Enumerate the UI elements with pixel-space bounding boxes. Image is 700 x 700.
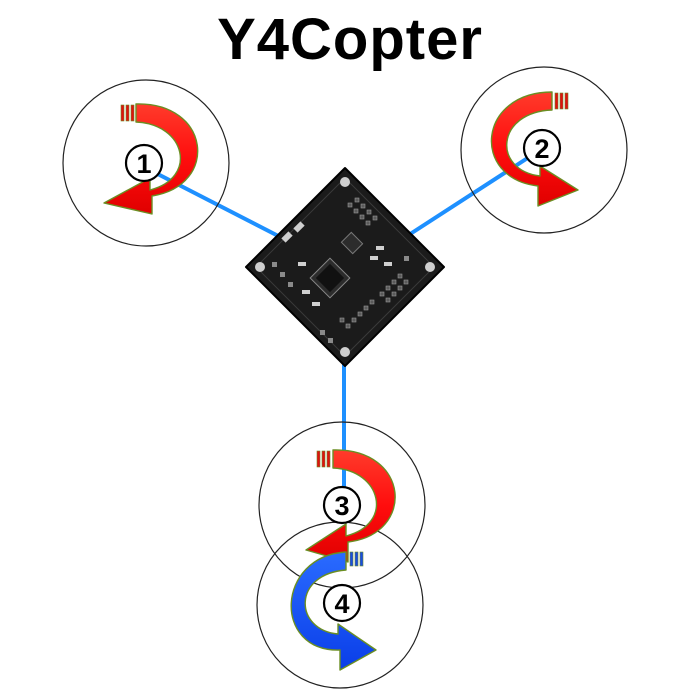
motor-label-3: 3	[322, 485, 362, 525]
motor-number-4: 4	[334, 589, 349, 619]
rotation-arrow-4	[290, 551, 377, 671]
flight-controller-board-icon	[245, 167, 445, 367]
motor-number-3: 3	[334, 491, 349, 521]
motor-label-1: 1	[124, 143, 164, 183]
motor-number-2: 2	[534, 134, 549, 164]
motor-number-1: 1	[136, 149, 151, 179]
motor-label-2: 2	[522, 128, 562, 168]
prop-circle-1	[62, 79, 230, 247]
rotation-arrow-2	[490, 91, 579, 207]
motor-label-4: 4	[322, 583, 362, 623]
arm-2	[402, 148, 542, 240]
page-title: Y4Copter	[217, 7, 483, 72]
rotation-arrow-3	[305, 449, 396, 563]
prop-circle-2	[460, 66, 628, 234]
rotation-arrow-1	[103, 103, 199, 215]
